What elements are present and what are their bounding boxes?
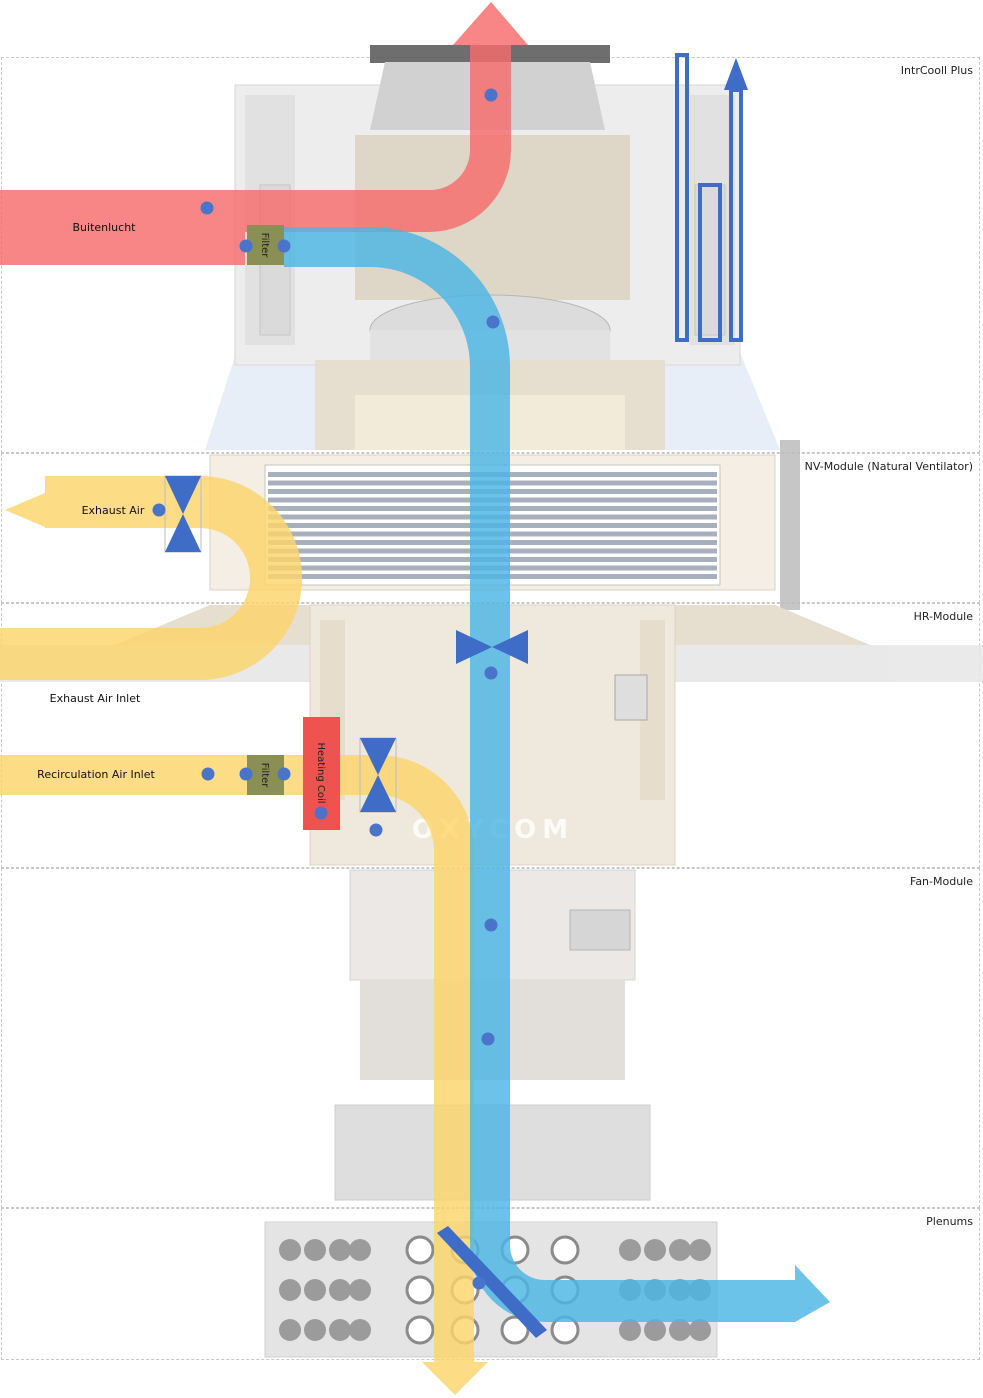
plenum-nozzle [304, 1279, 326, 1301]
plenum-nozzle [349, 1279, 371, 1301]
measurement-dot [315, 807, 328, 820]
measurement-dot [278, 240, 291, 253]
measurement-dot [482, 1033, 495, 1046]
plenum-nozzle [644, 1319, 666, 1341]
label-exhaust-air-inlet: Exhaust Air Inlet [50, 692, 141, 705]
measurement-dot [153, 504, 166, 517]
measurement-dot [240, 240, 253, 253]
plenum-nozzle [279, 1279, 301, 1301]
plenum-nozzle [329, 1319, 351, 1341]
plenum-nozzle [279, 1239, 301, 1261]
plenum-nozzle [669, 1319, 691, 1341]
measurement-dot [485, 919, 498, 932]
exhaust-air-loop [0, 476, 302, 680]
plenum-outlet [407, 1317, 433, 1343]
plenum-outlet [407, 1237, 433, 1263]
heating-coil-label: Heating Coil [315, 742, 326, 803]
measurement-dot [278, 768, 291, 781]
measurement-dot [370, 824, 383, 837]
measurement-dot [201, 202, 214, 215]
plenum-nozzle [304, 1239, 326, 1261]
measurement-dot [485, 667, 498, 680]
plenum-nozzle [644, 1239, 666, 1261]
label-recirculation-air-inlet: Recirculation Air Inlet [37, 768, 155, 781]
plenum-nozzle [689, 1319, 711, 1341]
hr-control-box [615, 675, 647, 720]
measurement-dot [487, 316, 500, 329]
plenum-nozzle [349, 1319, 371, 1341]
plenum-outlet [552, 1237, 578, 1263]
filter-top-label: Filter [259, 233, 270, 259]
plenum-nozzle [279, 1319, 301, 1341]
fan-control-box [570, 910, 630, 950]
filter-bottom-label: Filter [259, 763, 270, 789]
plenum-nozzle [349, 1239, 371, 1261]
plenum-nozzle [329, 1239, 351, 1261]
label-exhaust-air: Exhaust Air [82, 504, 145, 517]
plenum-nozzle [329, 1279, 351, 1301]
plenum-nozzle [304, 1319, 326, 1341]
plenum-nozzle [619, 1319, 641, 1341]
plenum-nozzle [619, 1239, 641, 1261]
measurement-dot [240, 768, 253, 781]
return-loop-arrow [724, 58, 748, 90]
label-outdoor-air: Buitenlucht [73, 221, 137, 234]
nv-pipe [780, 440, 800, 610]
measurement-dot [202, 768, 215, 781]
plenum-nozzle [689, 1239, 711, 1261]
measurement-dot [485, 89, 498, 102]
plenum-nozzle [669, 1239, 691, 1261]
measurement-dot [473, 1277, 486, 1290]
plenum-outlet [407, 1277, 433, 1303]
